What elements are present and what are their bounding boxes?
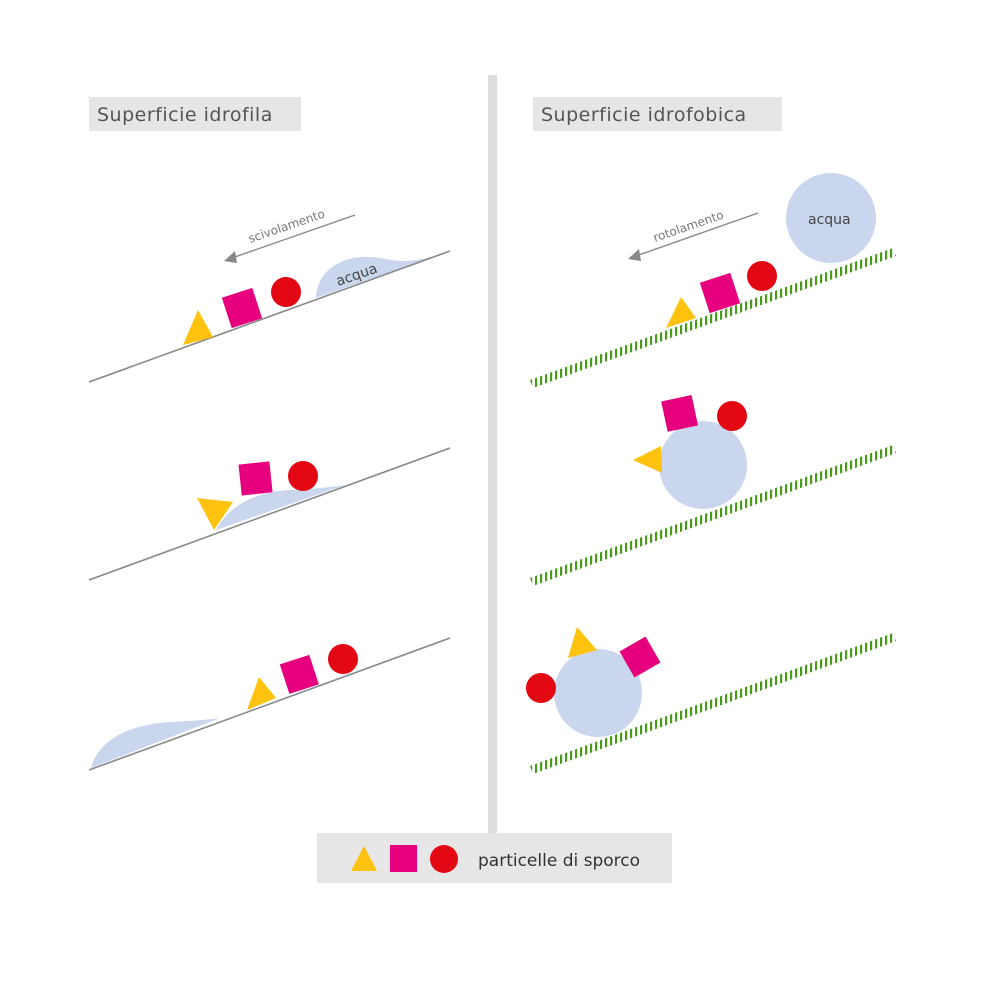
- motion-label: scivolamento: [246, 207, 326, 246]
- water-film: [91, 718, 220, 768]
- water-film: [316, 251, 448, 298]
- arrow-head: [628, 249, 641, 261]
- hydrophobic-surface: [530, 445, 896, 586]
- left-scene-3: [88, 637, 451, 771]
- dirt-square: [619, 636, 661, 678]
- water-droplet: [659, 421, 747, 509]
- panel-divider: [488, 75, 497, 835]
- dirt-square: [661, 395, 698, 432]
- dirt-triangle: [633, 446, 662, 473]
- legend: particelle di sporco: [317, 833, 672, 883]
- water-droplet: [554, 649, 642, 737]
- motion-arrow: [635, 212, 759, 257]
- right-title-background: [533, 97, 782, 131]
- legend-background: [317, 833, 672, 883]
- hydrophilic-surface-line: [88, 250, 451, 383]
- dirt-triangle: [666, 297, 696, 328]
- legend-triangle-icon: [351, 846, 377, 871]
- dirt-circle: [288, 461, 318, 491]
- legend-circle-icon: [430, 845, 458, 873]
- dirt-circle: [747, 261, 777, 291]
- right-scene-3: [526, 627, 896, 774]
- left-scene-2: [88, 447, 451, 581]
- left-panel: Superficie idrofila acqua scivolamento: [88, 97, 451, 771]
- dirt-circle: [526, 673, 556, 703]
- water-droplet: [786, 173, 876, 263]
- dirt-square: [238, 461, 273, 496]
- dirt-triangle: [247, 677, 276, 710]
- dirt-square: [221, 287, 263, 329]
- legend-label: particelle di sporco: [478, 851, 640, 871]
- left-panel-title: Superficie idrofila: [97, 104, 273, 126]
- right-panel: Superficie idrofobica acqua rotolamento: [526, 97, 896, 774]
- hydrophobic-surface: [530, 248, 896, 388]
- dirt-square: [279, 654, 319, 694]
- legend-square-icon: [390, 845, 417, 872]
- left-scene-1: acqua scivolamento: [88, 207, 451, 383]
- arrow-head: [224, 251, 237, 263]
- dirt-triangle: [183, 310, 213, 345]
- hydrophilic-surface-line: [88, 637, 451, 771]
- dirt-square: [699, 272, 741, 314]
- dirt-triangle: [568, 627, 597, 658]
- water-film: [216, 485, 345, 530]
- water-label: acqua: [808, 212, 851, 228]
- motion-label: rotolamento: [651, 208, 725, 245]
- dirt-circle: [328, 644, 358, 674]
- dirt-triangle: [197, 498, 233, 530]
- left-title-background: [89, 97, 301, 131]
- right-panel-title: Superficie idrofobica: [541, 104, 747, 126]
- right-scene-1: acqua rotolamento: [530, 173, 896, 388]
- hydrophobic-surface: [530, 633, 896, 774]
- hydrophilic-surface-line: [88, 447, 451, 581]
- dirt-circle: [717, 401, 747, 431]
- motion-arrow: [231, 214, 356, 259]
- dirt-circle: [271, 277, 301, 307]
- right-scene-2: [530, 395, 896, 586]
